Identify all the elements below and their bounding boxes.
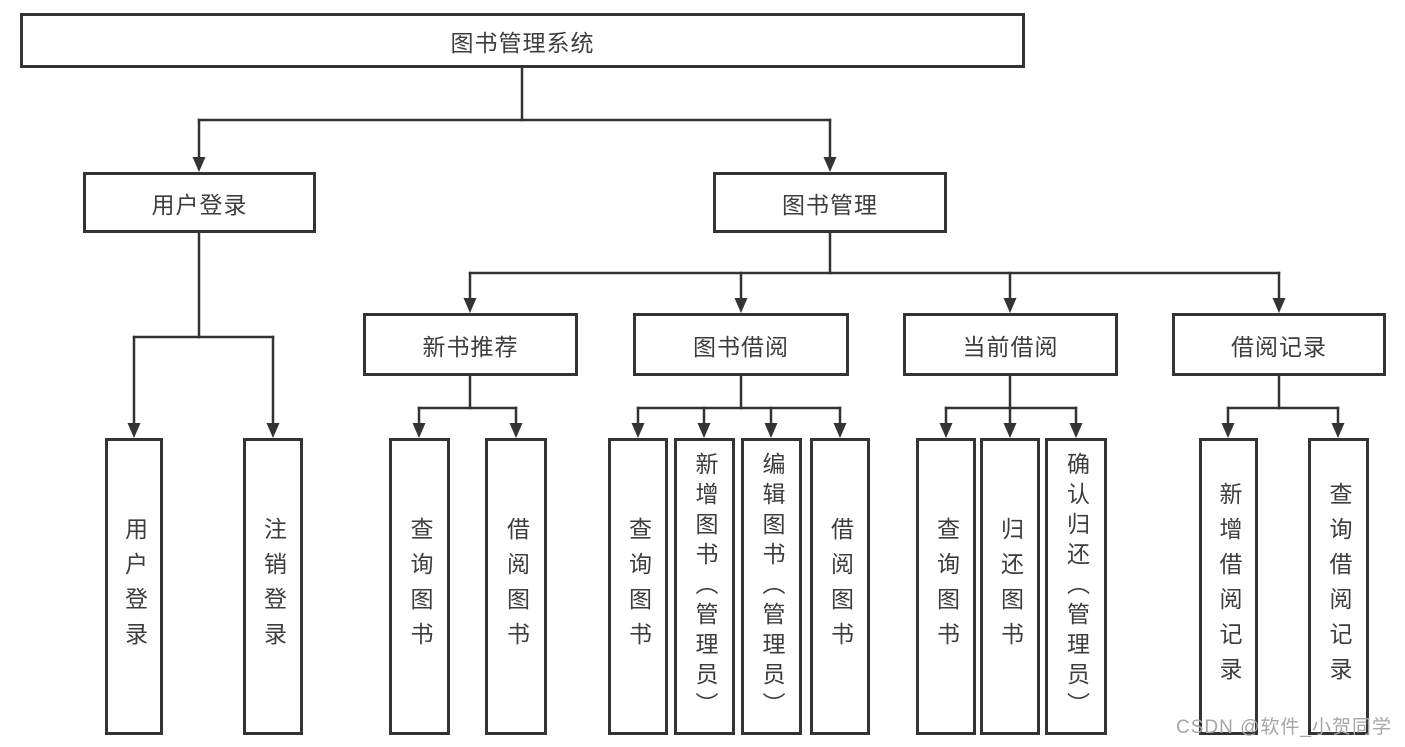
leaf-query-book-borrow: 查询图书 (608, 438, 668, 735)
leaf-borrow-book: 借阅图书 (810, 438, 870, 735)
csdn-watermark: CSDN @软件_小贺同学 (1176, 717, 1392, 738)
leaf-query-book-recommend: 查询图书 (389, 438, 450, 735)
leaf-add-borrow-record: 新增借阅记录 (1199, 438, 1258, 735)
leaf-edit-book-admin: 编辑图书（管理员） (741, 438, 802, 735)
leaf-user-login: 用户登录 (105, 438, 163, 735)
leaf-confirm-return-admin: 确认归还（管理员） (1045, 438, 1107, 735)
leaf-return-book: 归还图书 (980, 438, 1040, 735)
node-borrow-records: 借阅记录 (1172, 313, 1386, 376)
node-current-borrow: 当前借阅 (903, 313, 1118, 376)
node-book-management: 图书管理 (713, 172, 947, 233)
node-book-borrow: 图书借阅 (633, 313, 849, 376)
leaf-borrow-book-recommend: 借阅图书 (485, 438, 547, 735)
leaf-query-borrow-record: 查询借阅记录 (1308, 438, 1369, 735)
leaf-logout: 注销登录 (243, 438, 303, 735)
node-user-login: 用户登录 (83, 172, 316, 233)
leaf-add-book-admin: 新增图书（管理员） (674, 438, 735, 735)
node-new-book-recommend: 新书推荐 (363, 313, 578, 376)
node-library-management-system: 图书管理系统 (20, 13, 1025, 68)
leaf-query-book-current: 查询图书 (916, 438, 976, 735)
